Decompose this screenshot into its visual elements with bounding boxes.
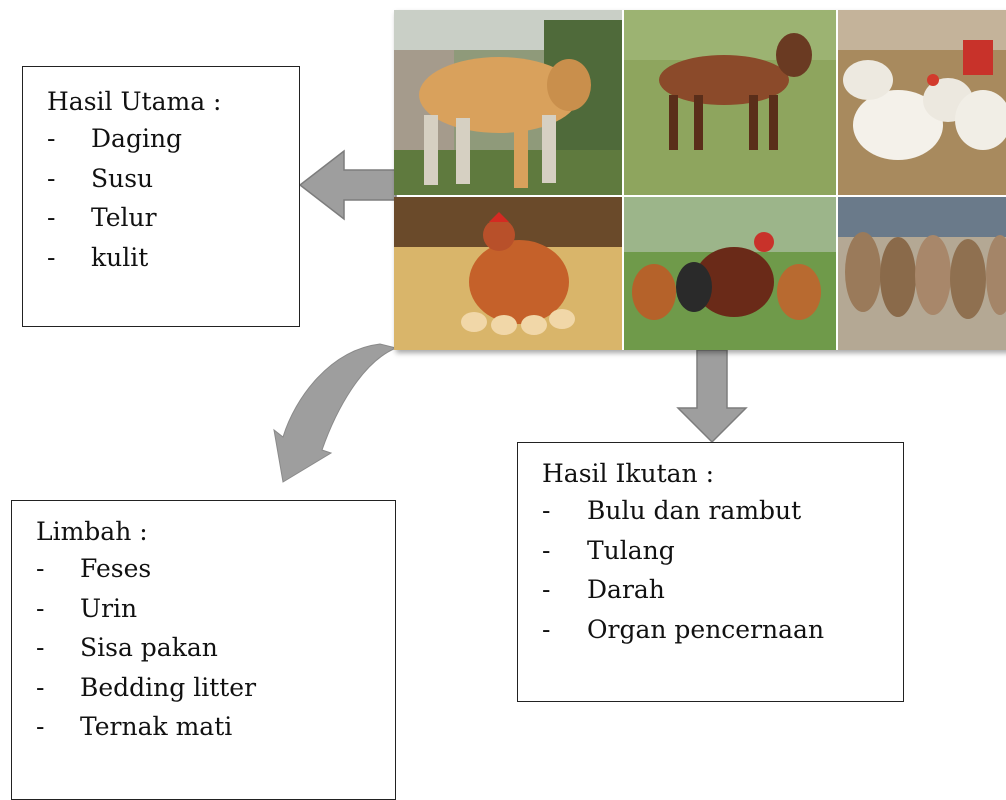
arrow-to-hasil-utama <box>298 149 397 221</box>
arrow-to-limbah <box>273 343 398 483</box>
list-item: -kulit <box>47 242 149 272</box>
list-item: -Daging <box>47 124 183 153</box>
list-item: -Bulu dan rambut <box>542 496 802 525</box>
photo-goat <box>624 10 836 195</box>
hasil-utama-list: -Daging -Susu -Telur -kulit <box>47 119 299 277</box>
list-item: -Sisa pakan <box>36 633 218 662</box>
list-item: -Ternak mati <box>36 712 233 741</box>
limbah-list: -Feses -Urin -Sisa pakan -Bedding litter… <box>36 549 395 747</box>
photo-broiler-chickens <box>838 10 1006 195</box>
livestock-photo-collage <box>394 10 1006 350</box>
limbah-box: Limbah : -Feses -Urin -Sisa pakan -Beddi… <box>11 500 396 800</box>
photo-ducks <box>838 197 1006 350</box>
list-item: -Telur <box>47 203 157 232</box>
hasil-utama-box: Hasil Utama : -Daging -Susu -Telur -kuli… <box>22 66 300 327</box>
hasil-ikutan-box: Hasil Ikutan : -Bulu dan rambut -Tulang … <box>517 442 904 702</box>
photo-cow <box>394 10 622 195</box>
list-item: -Darah <box>542 575 665 604</box>
photo-hen-on-eggs <box>394 197 622 350</box>
hasil-ikutan-title: Hasil Ikutan : <box>542 459 715 488</box>
hasil-ikutan-list: -Bulu dan rambut -Tulang -Darah -Organ p… <box>542 491 903 649</box>
list-item: -Feses <box>36 554 152 583</box>
list-item: -Bedding litter <box>36 672 257 702</box>
limbah-title: Limbah : <box>36 517 148 546</box>
hasil-utama-title: Hasil Utama : <box>47 87 222 116</box>
list-item: -Susu <box>47 163 154 193</box>
arrow-to-hasil-ikutan <box>676 349 748 444</box>
list-item: -Tulang <box>542 535 675 565</box>
list-item: -Urin <box>36 593 138 623</box>
list-item: -Organ pencernaan <box>542 614 825 644</box>
photo-roosters <box>624 197 836 350</box>
